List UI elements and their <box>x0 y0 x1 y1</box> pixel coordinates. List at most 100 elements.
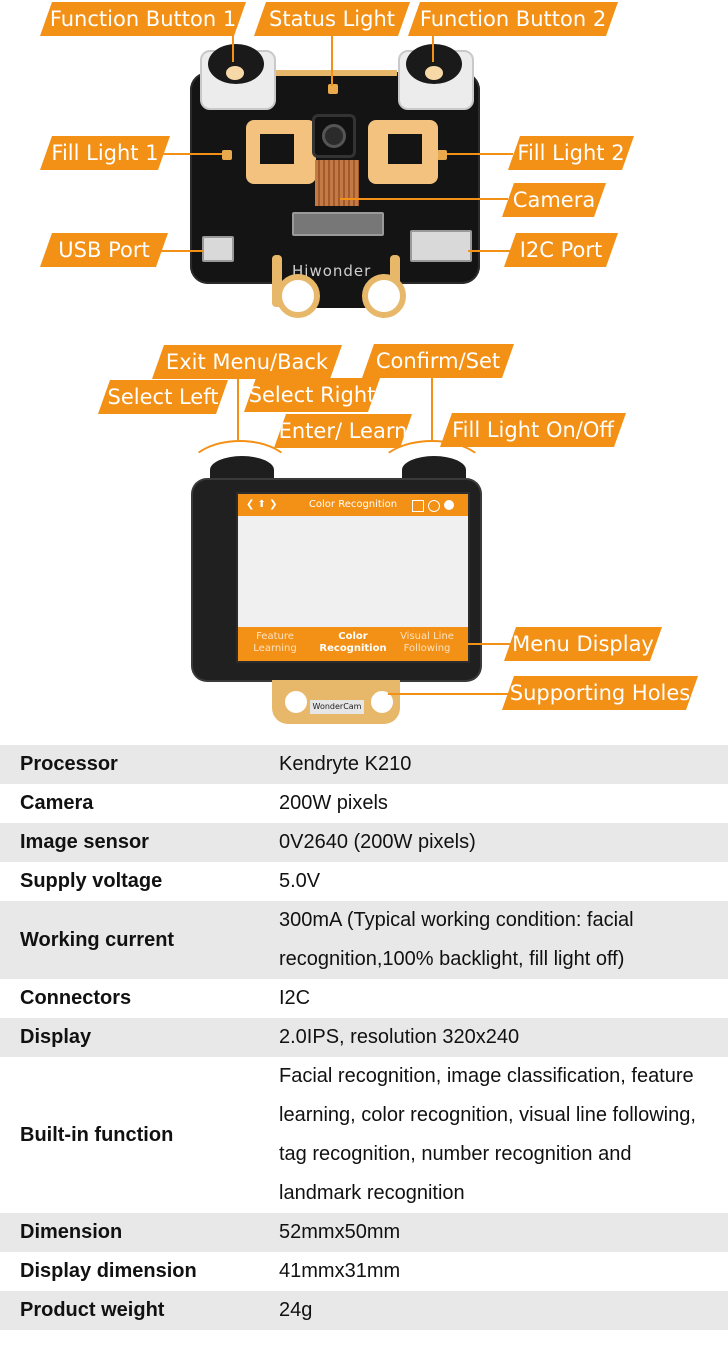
label-select-right: Select Right <box>244 378 380 412</box>
spec-value-line: learning, color recognition, visual line… <box>279 1104 696 1126</box>
spec-value-line: 300mA (Typical working condition: facial <box>279 909 634 931</box>
label-menu-display: Menu Display <box>504 627 662 661</box>
spec-value: 5.0V <box>261 862 728 901</box>
spec-value-line: Kendryte K210 <box>279 753 412 775</box>
label-exit-menu-back: Exit Menu/Back <box>152 345 342 379</box>
spec-value-line: 2.0IPS, resolution 320x240 <box>279 1026 520 1048</box>
label-usb-port: USB Port <box>40 233 168 267</box>
settings-icon <box>428 500 440 512</box>
spec-row: Built-in function Facial recognition, ima… <box>0 1057 728 1213</box>
leader-status-light <box>331 34 333 86</box>
camera-module <box>312 114 356 158</box>
label-status-light: Status Light <box>254 2 410 36</box>
spec-value-line: 200W pixels <box>279 792 388 814</box>
leader-confirm-set <box>431 378 433 440</box>
camera-lens <box>322 124 346 148</box>
leader-exit-back <box>237 378 239 440</box>
spec-value-line: I2C <box>279 987 311 1009</box>
fill-light-2 <box>437 150 447 160</box>
spec-value-line: landmark recognition <box>279 1182 465 1204</box>
screen-title-bar: ❮ ⬆ ❯ Color Recognition <box>238 494 468 516</box>
spec-value: 41mmx31mm <box>261 1252 728 1291</box>
eye-right-graphic <box>368 120 438 184</box>
menu-option-visual-line-following[interactable]: Visual Line Following <box>392 631 462 655</box>
spec-value-line: 24g <box>279 1299 313 1321</box>
screen-title: Color Recognition <box>308 499 398 510</box>
arc-right-rotation <box>376 440 488 504</box>
edit-icon <box>412 500 424 512</box>
leader-usb-port <box>160 250 204 252</box>
leader-i2c-port <box>468 250 512 252</box>
status-light <box>328 84 338 94</box>
spec-value-line: 41mmx31mm <box>279 1260 401 1282</box>
menu-option-line: Feature <box>256 631 294 642</box>
spec-value: Kendryte K210 <box>261 745 728 784</box>
spec-value: Facial recognition, image classification… <box>261 1057 728 1213</box>
label-confirm-set: Confirm/Set <box>362 344 514 378</box>
label-fill-light-2: Fill Light 2 <box>508 136 634 170</box>
spec-value-line: 52mmx50mm <box>279 1221 401 1243</box>
spec-value: 300mA (Typical working condition: facial… <box>261 901 728 979</box>
eye-left-graphic <box>246 120 316 184</box>
board-edge-top <box>275 70 397 76</box>
usb-port <box>202 236 234 262</box>
spec-value-line: tag recognition, number recognition and <box>279 1143 632 1165</box>
spec-row: Display 2.0IPS, resolution 320x240 <box>0 1018 728 1057</box>
label-i2c-port: I2C Port <box>504 233 618 267</box>
leader-menu-display <box>464 643 510 645</box>
leader-function-button-1 <box>232 34 234 62</box>
spec-value-line: 5.0V <box>279 870 321 892</box>
label-enter-learn: Enter/ Learn <box>274 414 412 448</box>
function-button-2-light <box>425 66 443 80</box>
arc-left-rotation <box>186 440 294 504</box>
spec-key: Working current <box>0 901 261 979</box>
eye-left-pupil <box>260 134 294 164</box>
board-edge-left <box>272 255 282 307</box>
leader-function-button-2 <box>432 34 434 62</box>
mount-hole-left <box>276 274 320 318</box>
leader-fill-light-2 <box>447 153 513 155</box>
menu-option-color-recognition[interactable]: Color Recognition <box>318 631 388 655</box>
label-select-left: Select Left <box>98 380 228 414</box>
menu-option-feature-learning[interactable]: Feature Learning <box>240 631 310 655</box>
spec-row: Processor Kendryte K210 <box>0 745 728 784</box>
spec-value-line: Facial recognition, image classification… <box>279 1065 694 1087</box>
light-icon <box>444 500 454 510</box>
spec-key: Camera <box>20 792 94 814</box>
brand-label: Hiwonder <box>292 262 372 280</box>
spec-value: 2.0IPS, resolution 320x240 <box>261 1018 728 1057</box>
menu-option-line: Color <box>338 631 368 642</box>
menu-option-line: Recognition <box>319 643 387 654</box>
spec-key: Supply voltage <box>20 870 163 892</box>
menu-option-line: Visual Line <box>400 631 454 642</box>
spec-key: Processor <box>0 745 261 784</box>
label-fill-light-1: Fill Light 1 <box>40 136 170 170</box>
spec-row: Connectors I2C <box>0 979 728 1018</box>
spec-key: Connectors <box>20 987 132 1009</box>
screen-connector <box>292 212 384 236</box>
label-function-button-2: Function Button 2 <box>408 2 618 36</box>
mount-hole-right <box>362 274 406 318</box>
leader-supporting-holes <box>388 693 508 695</box>
label-function-button-1: Function Button 1 <box>40 2 246 36</box>
display-screen: ❮ ⬆ ❯ Color Recognition Feature Learning… <box>236 492 470 663</box>
label-fill-light-on-off: Fill Light On/Off <box>440 413 626 447</box>
brand-label-bottom: WonderCam <box>310 700 364 714</box>
leader-fill-light-1 <box>160 153 222 155</box>
spec-row: Display dimension 41mmx31mm <box>0 1252 728 1291</box>
spec-key: Built-in function <box>20 1123 174 1146</box>
spec-key: Product weight <box>0 1291 261 1330</box>
menu-option-line: Learning <box>253 643 297 654</box>
spec-row: Supply voltage 5.0V <box>0 862 728 901</box>
spec-key: Display <box>0 1018 261 1057</box>
spec-value-line: recognition,100% backlight, fill light o… <box>279 948 625 970</box>
label-supporting-holes: Supporting Holes <box>502 676 698 710</box>
screen-menu-bar: Feature Learning Color Recognition Visua… <box>238 627 468 661</box>
spec-key: Display dimension <box>20 1260 197 1282</box>
function-button-1-light <box>226 66 244 80</box>
menu-option-line: Following <box>403 643 451 654</box>
